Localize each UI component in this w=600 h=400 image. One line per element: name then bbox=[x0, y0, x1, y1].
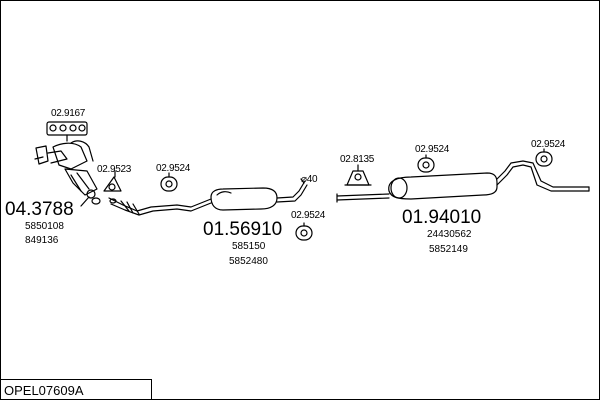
part-label-flange-gasket: 02.9523 bbox=[97, 164, 132, 175]
ring-icon bbox=[91, 197, 101, 205]
assembly-ref-3a: 24430562 bbox=[427, 229, 472, 240]
part-label-rubber-mount-1: 02.9524 bbox=[156, 163, 191, 174]
part-label-rubber-mount-3: 02.9524 bbox=[415, 144, 450, 155]
rubber-mount-icon bbox=[160, 176, 178, 192]
connecting-pipe bbox=[336, 193, 390, 197]
assembly-ref-3b: 5852149 bbox=[429, 244, 468, 255]
tail-pipe bbox=[496, 160, 590, 188]
catalytic-converter-icon bbox=[34, 140, 98, 199]
middle-silencer-icon bbox=[210, 187, 278, 211]
rubber-mount-icon-4 bbox=[535, 151, 553, 167]
flange-gasket-icon bbox=[103, 176, 122, 192]
assembly-number-3: 01.94010 bbox=[402, 207, 482, 228]
part-label-rubber-mount-4: 02.9524 bbox=[531, 139, 566, 150]
pipe-diameter-label: ⌀40 bbox=[301, 174, 318, 185]
part-label-clamp: 02.8135 bbox=[340, 154, 375, 165]
assembly-ref-2a: 585150 bbox=[232, 241, 266, 252]
rubber-mount-icon-2 bbox=[295, 225, 313, 241]
assembly-number-1: 04.3788 bbox=[5, 199, 74, 220]
rubber-mount-icon-3 bbox=[417, 157, 435, 173]
assembly-ref-1b: 849136 bbox=[25, 235, 59, 246]
assembly-ref-2b: 5852480 bbox=[229, 256, 268, 267]
part-label-manifold-gasket: 02.9167 bbox=[51, 108, 86, 119]
rear-silencer-icon bbox=[388, 172, 498, 200]
footer-code-box: OPEL07609A bbox=[1, 379, 152, 400]
footer-code: OPEL07609A bbox=[4, 383, 84, 398]
assembly-ref-1a: 5850108 bbox=[25, 221, 64, 232]
front-pipe bbox=[108, 197, 212, 212]
intermediate-pipe bbox=[276, 180, 306, 199]
part-label-rubber-mount-2: 02.9524 bbox=[291, 210, 326, 221]
clamp-icon bbox=[344, 170, 372, 186]
assembly-number-2: 01.56910 bbox=[203, 219, 283, 240]
manifold-gasket-icon bbox=[46, 121, 88, 136]
